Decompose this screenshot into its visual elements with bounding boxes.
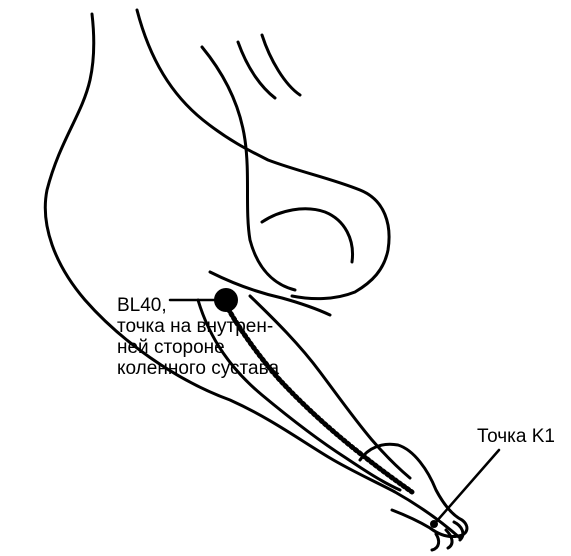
bl40-label-line-3: ней стороне	[117, 337, 279, 358]
k1-label: Точка K1	[477, 426, 555, 447]
bl40-label-line-4: коленного сустава	[117, 358, 279, 379]
k1-point-marker	[430, 520, 438, 528]
toe-3	[432, 534, 439, 550]
thigh-fold	[262, 209, 353, 262]
upper-curve	[238, 42, 275, 98]
k1-leader-line	[436, 450, 499, 522]
torso-outline	[45, 14, 460, 538]
knee-outline	[202, 47, 295, 290]
bl40-label: BL40, точка на внутрен- ней стороне коле…	[117, 295, 279, 379]
upper-curve-2	[262, 35, 300, 95]
bl40-label-line-2: точка на внутрен-	[117, 316, 279, 337]
bl40-label-line-1: BL40,	[117, 295, 279, 316]
toe-2	[446, 530, 452, 548]
